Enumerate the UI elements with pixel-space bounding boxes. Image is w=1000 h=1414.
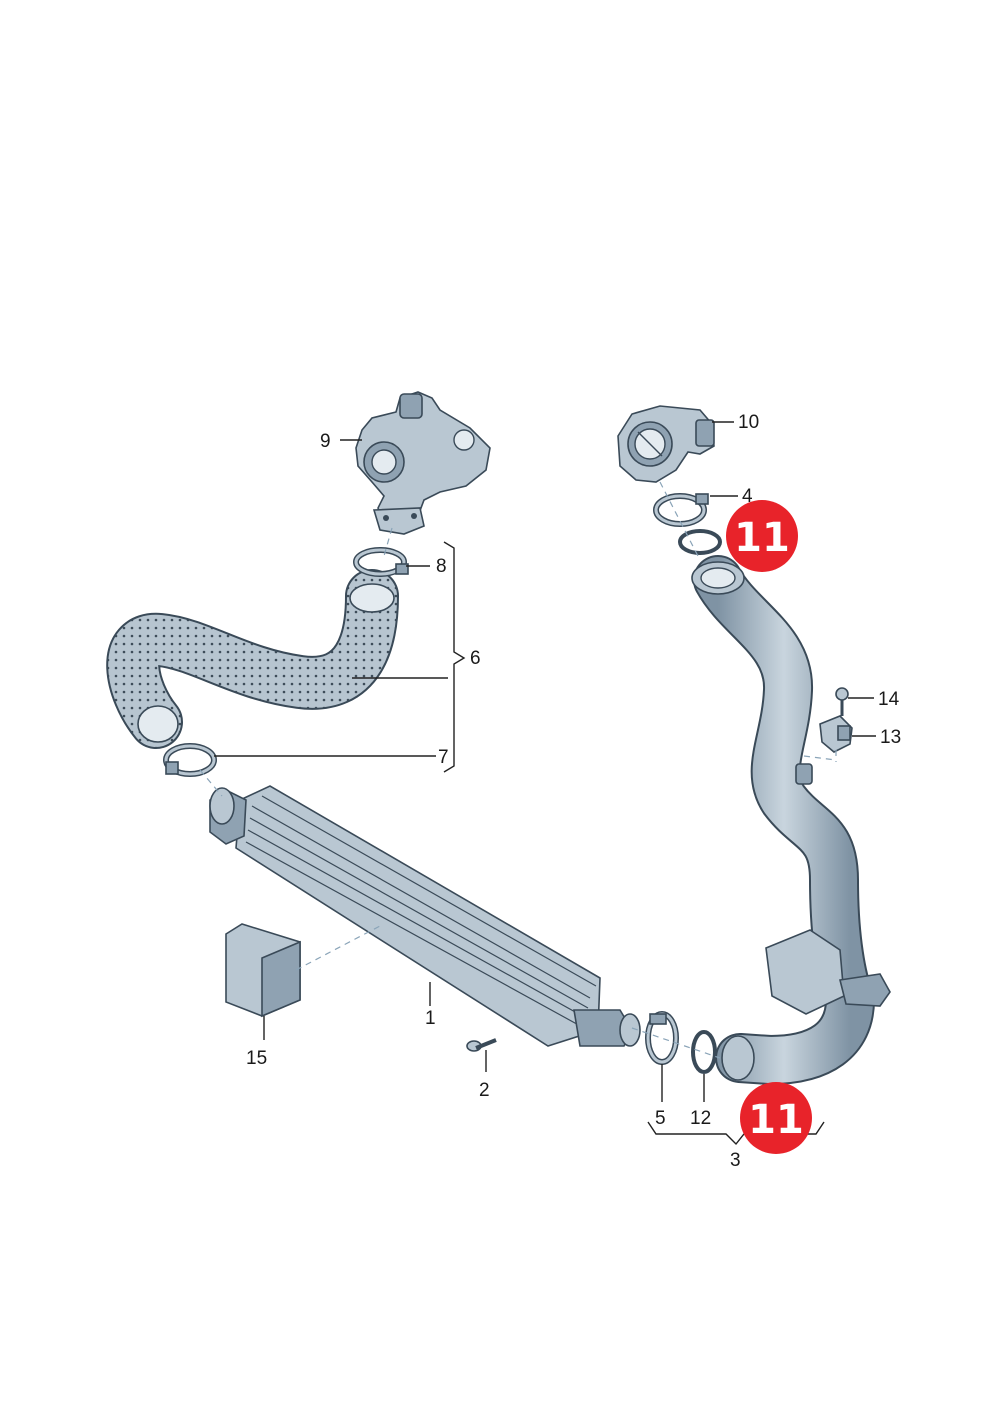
bracket-mount-line bbox=[295, 925, 381, 971]
svg-text:11: 11 bbox=[748, 1097, 804, 1143]
callout-4: 4 bbox=[742, 486, 753, 507]
callout-12: 12 bbox=[690, 1108, 711, 1129]
o-ring-lower[interactable] bbox=[691, 1030, 717, 1074]
charge-air-cooler[interactable] bbox=[209, 785, 641, 1047]
callout-5: 5 bbox=[655, 1108, 666, 1129]
assembly-line-throttle bbox=[659, 481, 701, 561]
hose-clamp-lower[interactable] bbox=[645, 1011, 679, 1065]
callout-15: 15 bbox=[246, 1048, 267, 1069]
callout-1: 1 bbox=[425, 1008, 436, 1029]
callout-2: 2 bbox=[479, 1080, 490, 1101]
cooler-bracket[interactable] bbox=[225, 923, 301, 1018]
charge-air-hose[interactable] bbox=[106, 569, 399, 749]
assembly-line-cooler bbox=[199, 769, 223, 797]
hose-clamp-upper[interactable] bbox=[653, 493, 709, 527]
callout-3: 3 bbox=[730, 1150, 741, 1171]
callout-14: 14 bbox=[878, 689, 900, 710]
callout-6: 6 bbox=[470, 648, 481, 669]
pressure-sensor[interactable] bbox=[819, 715, 853, 753]
sensor-bolt[interactable] bbox=[835, 687, 849, 716]
callout-8: 8 bbox=[436, 556, 447, 577]
assembly-line-turbo bbox=[383, 527, 393, 557]
callout-10: 10 bbox=[738, 412, 759, 433]
bracket-6-7-8 bbox=[443, 541, 466, 773]
callout-7: 7 bbox=[438, 747, 449, 768]
throttle-housing[interactable] bbox=[617, 405, 715, 483]
charge-air-pipe[interactable] bbox=[691, 555, 891, 1085]
turbocharger[interactable] bbox=[355, 391, 491, 535]
badge-11-lower: 11 bbox=[740, 1082, 812, 1154]
hose-clamp-7[interactable] bbox=[163, 743, 217, 777]
badge-11-upper: 11 bbox=[726, 500, 798, 572]
o-ring-upper[interactable] bbox=[678, 529, 722, 555]
assembly-line-lower bbox=[631, 1027, 721, 1059]
hose-clamp-8[interactable] bbox=[353, 547, 409, 577]
mounting-screw[interactable] bbox=[466, 1038, 497, 1052]
callout-9: 9 bbox=[320, 431, 331, 452]
bracket-3 bbox=[647, 1121, 825, 1146]
callout-13: 13 bbox=[880, 727, 901, 748]
svg-text:11: 11 bbox=[734, 515, 790, 561]
sensor-mount-line bbox=[803, 750, 837, 762]
